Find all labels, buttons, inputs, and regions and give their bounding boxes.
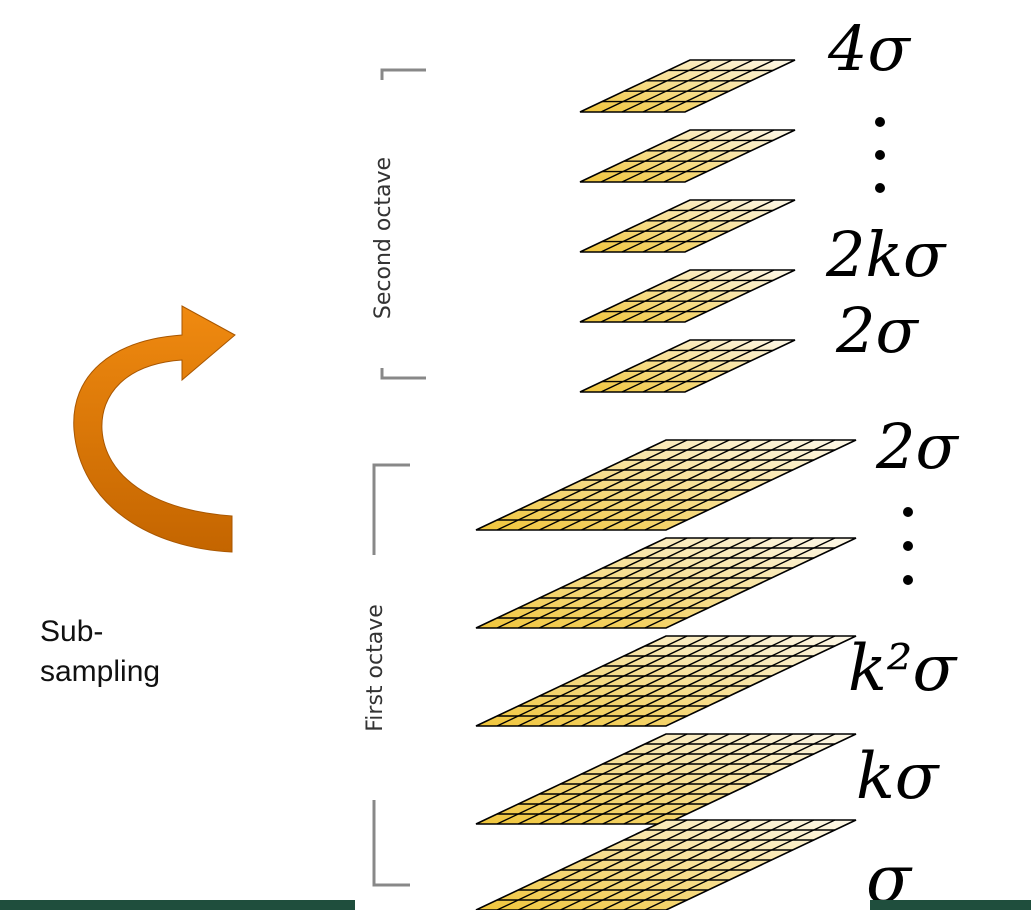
scale-label-ksigma: kσ: [856, 740, 941, 814]
scale-label-4sigma: 4σ: [827, 12, 911, 85]
subsampling-arrow-icon: [73, 305, 236, 553]
first-octave-label: First octave: [363, 604, 388, 732]
first-octave-layers: [475, 439, 857, 910]
second-octave-layer-2: [579, 129, 796, 183]
first-octave-layer-2: [475, 537, 857, 629]
scale-label-2ksigma: 2kσ: [825, 218, 947, 291]
second-octave-layer-3: [579, 199, 796, 253]
scale-label-sigma: σ: [866, 841, 913, 910]
second-octave-label: Second octave: [371, 157, 396, 319]
scale-label-2sigma-second: 2σ: [835, 294, 919, 367]
scale-label-k2sigma: k²σ: [848, 632, 958, 706]
subsampling-label: Sub- sampling: [40, 615, 161, 688]
second-octave-layers: [579, 59, 796, 393]
second-octave-layer-5: [579, 339, 796, 393]
footer-bar-left: [0, 900, 355, 910]
footer-bar-right: [870, 900, 1031, 910]
ellipsis-dots-upper: [875, 117, 885, 193]
first-octave-layer-1: [475, 439, 857, 531]
first-octave-layer-5: [475, 819, 857, 910]
ellipsis-dots-lower: [903, 507, 913, 585]
second-octave-bracket: [380, 68, 426, 380]
scale-label-2sigma-first: 2σ: [875, 410, 959, 483]
first-octave-layer-4: [475, 733, 857, 825]
first-octave-bracket: [372, 463, 410, 887]
second-octave-layer-4: [579, 269, 796, 323]
first-octave-layer-3: [475, 635, 857, 727]
second-octave-layer-1: [579, 59, 796, 113]
